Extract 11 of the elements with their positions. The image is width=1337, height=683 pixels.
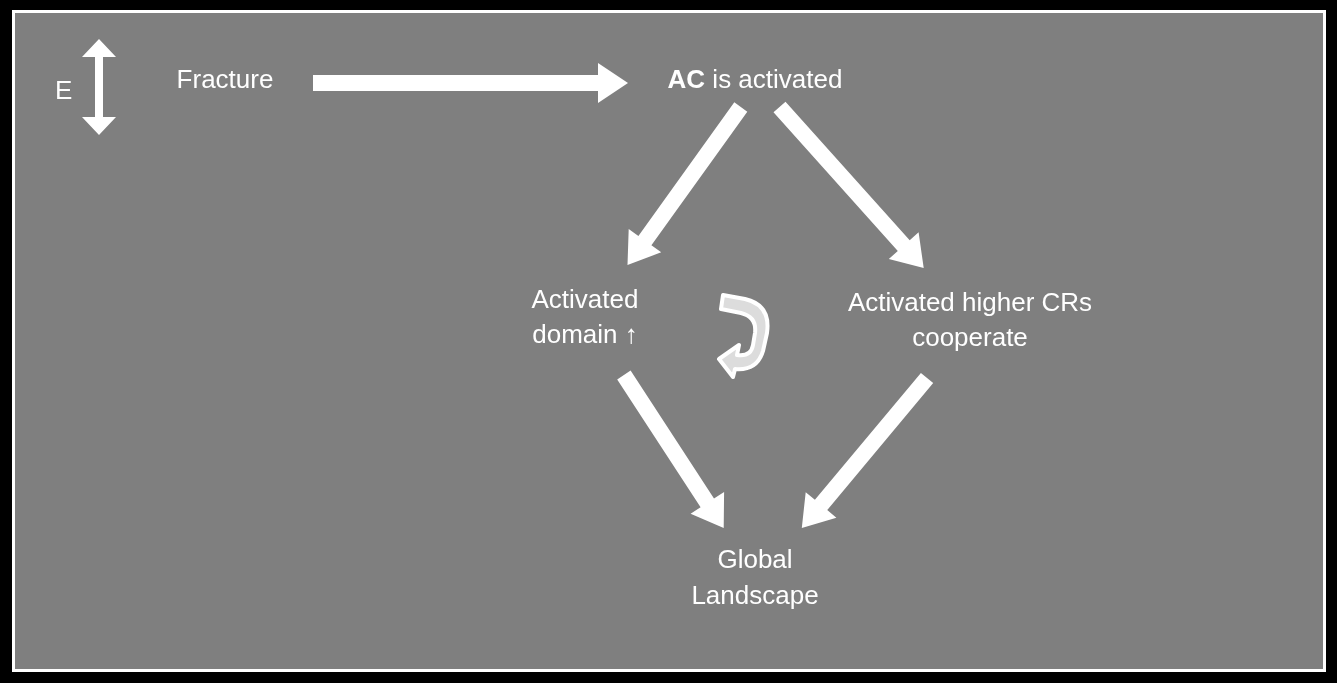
node-label: Activated domain ↑ [530,282,640,351]
node-label: Fracture [176,63,274,97]
arrow [313,63,628,103]
energy-label: E [55,75,73,106]
arrow [617,370,725,528]
node-label: AC is activated [667,63,843,97]
arrow [773,101,924,268]
arrow [627,102,748,265]
node-label: Global Landscape [690,543,820,612]
arrow [801,372,934,528]
node-label: Activated higher CRs cooperate [846,285,1094,354]
